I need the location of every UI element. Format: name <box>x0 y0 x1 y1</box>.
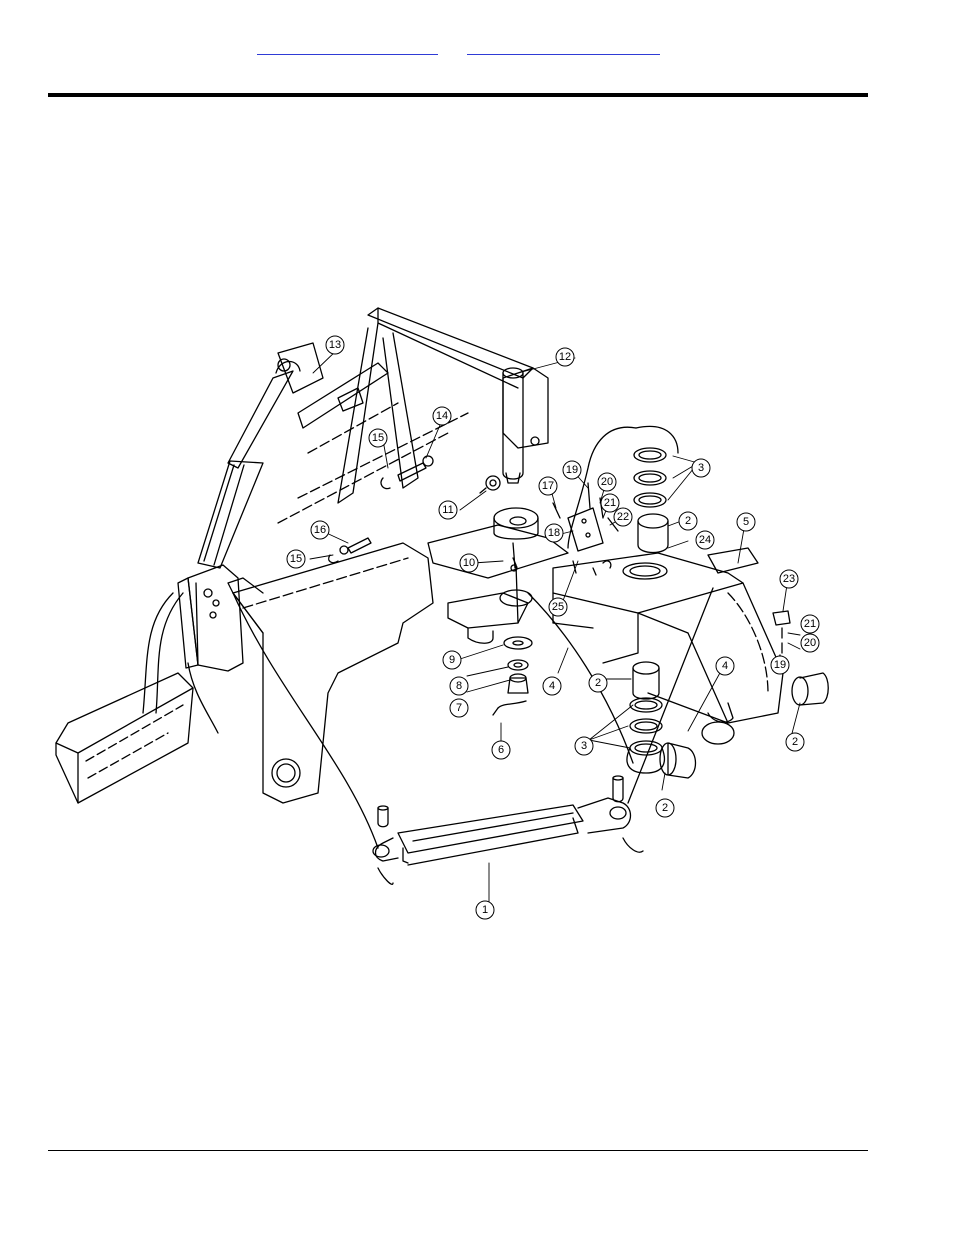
callout-11: 11 <box>442 504 453 516</box>
frame-plate <box>227 542 434 804</box>
callout-20b: 20 <box>804 637 816 649</box>
callout-15a: 15 <box>372 432 384 444</box>
bottom-cylinder <box>372 775 644 885</box>
callout-21a: 21 <box>604 497 616 509</box>
callout-6: 6 <box>498 744 504 756</box>
callout-9: 9 <box>449 654 455 666</box>
callout-1: 1 <box>482 904 488 916</box>
hose-lines <box>232 587 714 849</box>
top-cylinder <box>197 358 301 569</box>
callout-2d: 2 <box>662 802 668 814</box>
callout-2b: 2 <box>595 677 601 689</box>
callout-15b: 15 <box>290 553 302 565</box>
callout-14: 14 <box>436 410 448 422</box>
parts-diagram: 1 2 2 2 2 3 3 4 4 5 6 7 8 9 10 11 12 13 … <box>48 293 830 923</box>
washer-stack <box>492 636 533 716</box>
callout-labels: 1 2 2 2 2 3 3 4 4 5 6 7 8 9 10 11 12 13 … <box>290 339 816 916</box>
upper-bolts <box>328 455 501 564</box>
callout-12: 12 <box>559 351 571 363</box>
header-link-1[interactable] <box>257 40 438 55</box>
turntable-hub <box>427 507 569 644</box>
callout-25: 25 <box>552 601 564 613</box>
callout-8: 8 <box>456 680 462 692</box>
callout-20a: 20 <box>601 476 613 488</box>
callout-5: 5 <box>743 516 749 528</box>
header-rule <box>48 93 868 97</box>
callout-2c: 2 <box>792 736 798 748</box>
callout-circles <box>286 335 820 920</box>
callout-21b: 21 <box>804 618 816 630</box>
callout-24: 24 <box>699 534 711 546</box>
pivot-pin <box>502 367 524 484</box>
callout-4a: 4 <box>549 680 555 692</box>
footer-rule <box>48 1150 868 1151</box>
a-frame-tower <box>277 307 549 524</box>
callout-13: 13 <box>329 339 341 351</box>
callout-10: 10 <box>463 557 475 569</box>
callout-4b: 4 <box>722 660 728 672</box>
callout-19a: 19 <box>566 464 578 476</box>
callout-19b: 19 <box>774 659 786 671</box>
callout-3a: 3 <box>698 462 704 474</box>
header-link-2[interactable] <box>467 40 660 55</box>
upper-bushing-rings <box>567 425 679 554</box>
upright-bracket <box>142 564 244 734</box>
callout-22: 22 <box>617 511 629 523</box>
pivot-housing <box>552 547 784 745</box>
callout-16: 16 <box>314 524 326 536</box>
callout-17: 17 <box>542 480 554 492</box>
callout-7: 7 <box>456 702 462 714</box>
lower-bushing-rings <box>626 661 829 779</box>
callout-23: 23 <box>783 573 795 585</box>
callout-3b: 3 <box>581 740 587 752</box>
main-frame-beam <box>55 672 194 804</box>
small-plate-hardware <box>552 482 619 576</box>
callout-18: 18 <box>548 527 560 539</box>
callout-2a: 2 <box>685 515 691 527</box>
